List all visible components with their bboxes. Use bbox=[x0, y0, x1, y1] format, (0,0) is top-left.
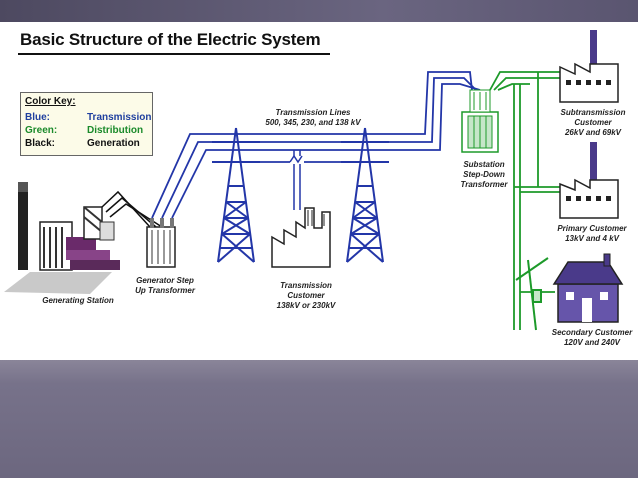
label-line: Customer bbox=[574, 118, 612, 127]
label-line: 26kV and 69kV bbox=[564, 128, 622, 137]
color-key: Color Key: Blue: Transmission Green: Dis… bbox=[20, 92, 153, 156]
secondary-customer-house-icon bbox=[552, 253, 624, 323]
top-band bbox=[0, 0, 638, 22]
transmission-tower-2 bbox=[341, 127, 389, 263]
label-line: Generator Step bbox=[136, 276, 194, 285]
label-line: 138kV or 230kV bbox=[276, 301, 336, 310]
bottom-background bbox=[0, 360, 638, 478]
generator-step-up-label: Generator Step Up Transformer bbox=[130, 276, 200, 296]
distribution-lines bbox=[489, 71, 560, 330]
page-title: Basic Structure of the Electric System bbox=[20, 30, 321, 49]
label-line: Up Transformer bbox=[135, 286, 195, 295]
generating-station-label: Generating Station bbox=[42, 296, 114, 305]
label-line: Transmission bbox=[280, 281, 332, 290]
substation-transformer-icon bbox=[461, 89, 499, 153]
label-line: Transformer bbox=[460, 180, 508, 189]
subtransmission-customer-label: Subtransmission Customer 26kV and 69kV bbox=[556, 108, 630, 138]
subtransmission-customer-factory-icon bbox=[559, 30, 619, 103]
label-line: 13kV and 4 kV bbox=[565, 234, 619, 243]
electric-system-diagram bbox=[4, 30, 624, 331]
label-line: Secondary Customer bbox=[551, 328, 633, 337]
transmission-customer-factory-icon bbox=[271, 150, 331, 268]
color-key-meaning: Transmission bbox=[87, 112, 152, 123]
label-line: Primary Customer bbox=[557, 224, 627, 233]
color-key-meaning: Distribution bbox=[87, 125, 144, 136]
color-key-header: Color Key: bbox=[25, 96, 76, 107]
label-line: 120V and 240V bbox=[563, 338, 621, 347]
label-line: Substation bbox=[463, 160, 505, 169]
transmission-lines bbox=[151, 71, 481, 219]
color-key-name: Blue: bbox=[25, 112, 50, 123]
transmission-tower-1 bbox=[212, 127, 260, 263]
generating-station-icon bbox=[4, 182, 120, 294]
label-line: Transmission Lines bbox=[275, 108, 351, 117]
primary-customer-factory-icon bbox=[559, 142, 619, 219]
transmission-lines-label: Transmission Lines 500, 345, 230, and 13… bbox=[258, 108, 368, 128]
label-line: Customer bbox=[287, 291, 325, 300]
primary-customer-label: Primary Customer 13kV and 4 kV bbox=[552, 224, 632, 244]
color-key-name: Black: bbox=[25, 138, 56, 149]
generator-transformer-icon bbox=[146, 218, 176, 268]
color-key-name: Green: bbox=[25, 125, 58, 136]
title-underline bbox=[18, 53, 330, 55]
substation-label: Substation Step-Down Transformer bbox=[452, 160, 516, 190]
label-line: Step-Down bbox=[463, 170, 505, 179]
label-line: Subtransmission bbox=[560, 108, 626, 117]
transmission-customer-label: Transmission Customer 138kV or 230kV bbox=[270, 281, 342, 311]
secondary-customer-label: Secondary Customer 120V and 240V bbox=[548, 328, 636, 348]
label-line: 500, 345, 230, and 138 kV bbox=[265, 118, 361, 127]
color-key-meaning: Generation bbox=[87, 138, 140, 149]
utility-pole-icon bbox=[515, 257, 549, 331]
